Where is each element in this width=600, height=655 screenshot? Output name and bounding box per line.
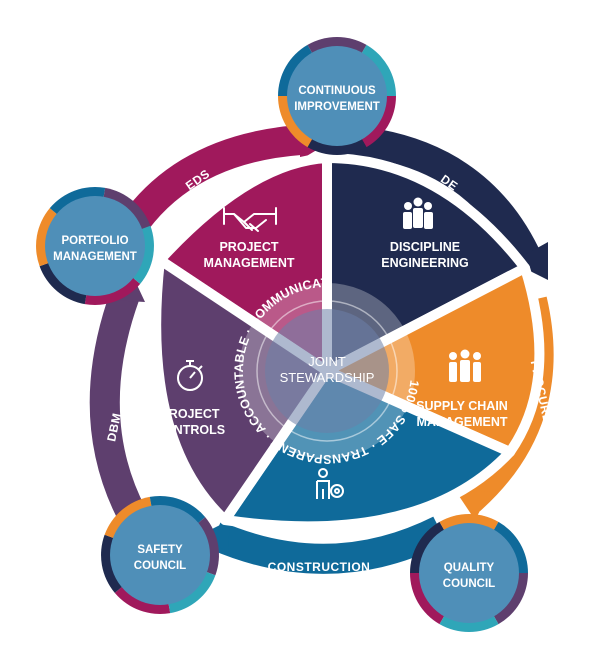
node-label-continuous-improvement-2: IMPROVEMENT bbox=[294, 101, 380, 113]
arrow-de bbox=[343, 125, 548, 280]
segment-label-project-management-1: PROJECT bbox=[219, 240, 278, 254]
segment-labels: PROJECT MANAGEMENT DISCIPLINE ENGINEERIN… bbox=[155, 197, 508, 535]
segment-project-controls bbox=[151, 255, 332, 525]
segment-label-discipline-engineering-2: ENGINEERING bbox=[381, 256, 469, 270]
center-circle bbox=[265, 309, 389, 433]
worker-with-gear-icon bbox=[316, 468, 344, 499]
segment-label-supply-chain-1: SUPPLY CHAIN bbox=[416, 399, 508, 413]
arrow-label-construction: CONSTRUCTION bbox=[268, 560, 371, 574]
segment-label-supply-chain-2: MANAGEMENT bbox=[417, 415, 508, 429]
node-circle-quality-council bbox=[419, 523, 519, 623]
segment-project-management bbox=[155, 153, 332, 376]
segment-label-project-controls-1: PROJECT bbox=[160, 407, 219, 421]
arrow-band-construction bbox=[209, 516, 447, 574]
arrow-head-procurement bbox=[455, 490, 490, 520]
node-label-safety-council-1: SAFETY bbox=[137, 544, 183, 556]
arrow-dbm bbox=[89, 270, 149, 528]
node-quality-council: QUALITY COUNCIL bbox=[410, 513, 528, 633]
segment-constructability bbox=[220, 366, 515, 532]
node-circle-portfolio-management bbox=[45, 196, 145, 296]
joint-stewardship-center: JOINT STEWARDSHIP bbox=[265, 309, 389, 433]
node-label-continuous-improvement-1: CONTINUOUS bbox=[298, 85, 376, 97]
segment-discipline-engineering bbox=[322, 153, 530, 376]
segment-label-project-controls-2: CONTROLS bbox=[155, 423, 225, 437]
node-continuous-improvement: CONTINUOUS IMPROVEMENT bbox=[278, 36, 396, 156]
node-label-quality-council-2: COUNCIL bbox=[443, 578, 495, 590]
team-icon bbox=[403, 197, 433, 229]
stopwatch-icon bbox=[177, 360, 203, 391]
satellite-nodes: CONTINUOUS IMPROVEMENT PORTFOLIO MANAGEMENT… bbox=[36, 36, 528, 633]
arrow-band-de bbox=[343, 125, 544, 272]
node-portfolio-management: PORTFOLIO MANAGEMENT bbox=[36, 187, 154, 305]
segment-supply-chain-management bbox=[322, 263, 545, 457]
arrow-label-dbm: DBM bbox=[104, 412, 124, 443]
handshake-icon bbox=[223, 207, 277, 232]
pentagon-segments bbox=[151, 153, 545, 532]
node-circle-safety-council bbox=[110, 505, 210, 605]
node-label-quality-council-1: QUALITY bbox=[444, 562, 495, 574]
center-label-line2: STEWARDSHIP bbox=[280, 370, 375, 385]
segment-label-discipline-engineering-1: DISCIPLINE bbox=[390, 240, 460, 254]
segment-label-constructability: CONSTRUCTABILITY bbox=[264, 521, 391, 535]
values-ring-inner-border bbox=[256, 300, 398, 442]
segment-label-project-management-2: MANAGEMENT bbox=[204, 256, 295, 270]
center-label-line1: JOINT bbox=[308, 354, 346, 369]
arrow-band-dbm bbox=[89, 289, 149, 528]
node-label-safety-council-2: COUNCIL bbox=[134, 560, 186, 572]
node-label-portfolio-management-2: MANAGEMENT bbox=[53, 251, 137, 263]
arrow-head-de bbox=[512, 242, 548, 280]
node-circle-continuous-improvement bbox=[287, 46, 387, 146]
node-label-portfolio-management-1: PORTFOLIO bbox=[61, 235, 128, 247]
workers-icon bbox=[449, 349, 481, 382]
node-safety-council: SAFETY COUNCIL bbox=[101, 496, 219, 614]
